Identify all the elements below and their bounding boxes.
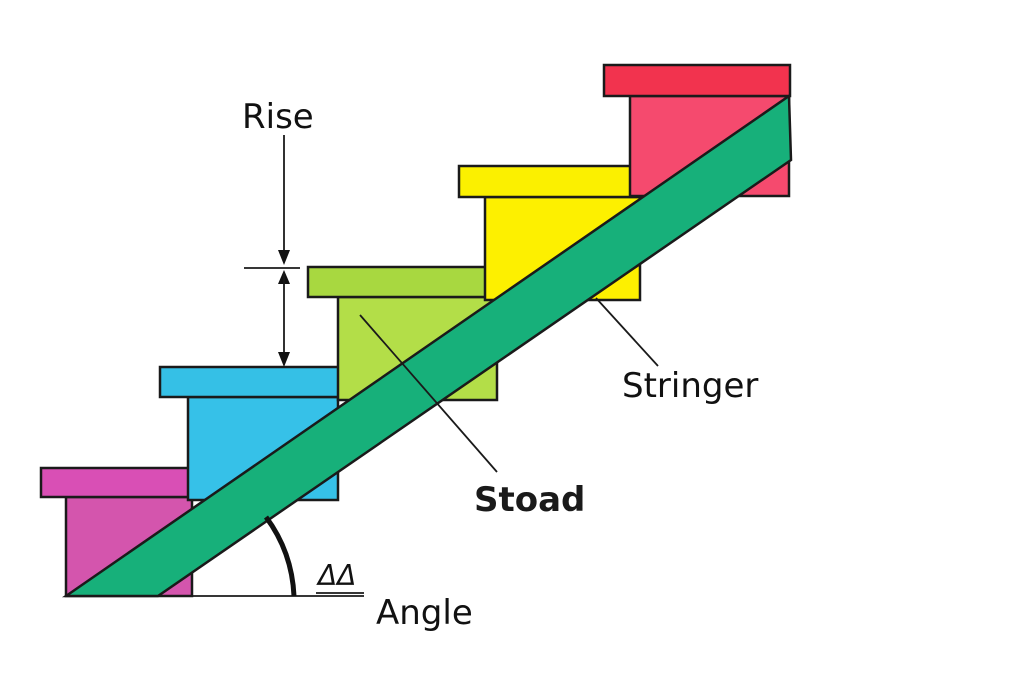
- step-3-tread: [306, 265, 500, 299]
- delta-symbol: ΔΔ: [316, 559, 356, 592]
- stringer-leader-line: [595, 297, 659, 367]
- angle-arc: [263, 515, 297, 597]
- stringer-board: [61, 93, 793, 598]
- rise-arrow-down: [278, 250, 290, 265]
- step-5-tread: [602, 63, 792, 98]
- stoad-leader-line: [359, 314, 498, 473]
- stringer-label: Stringer: [622, 366, 758, 406]
- step-1-tread: [39, 466, 198, 499]
- step-4-tread: [457, 164, 643, 199]
- angle-label: Angle: [376, 593, 473, 633]
- step-2-tread: [158, 365, 346, 399]
- rise-label: Rise: [242, 97, 314, 137]
- rise-arrow-bottom: [278, 352, 290, 367]
- stoad-label: Stoad: [474, 480, 585, 520]
